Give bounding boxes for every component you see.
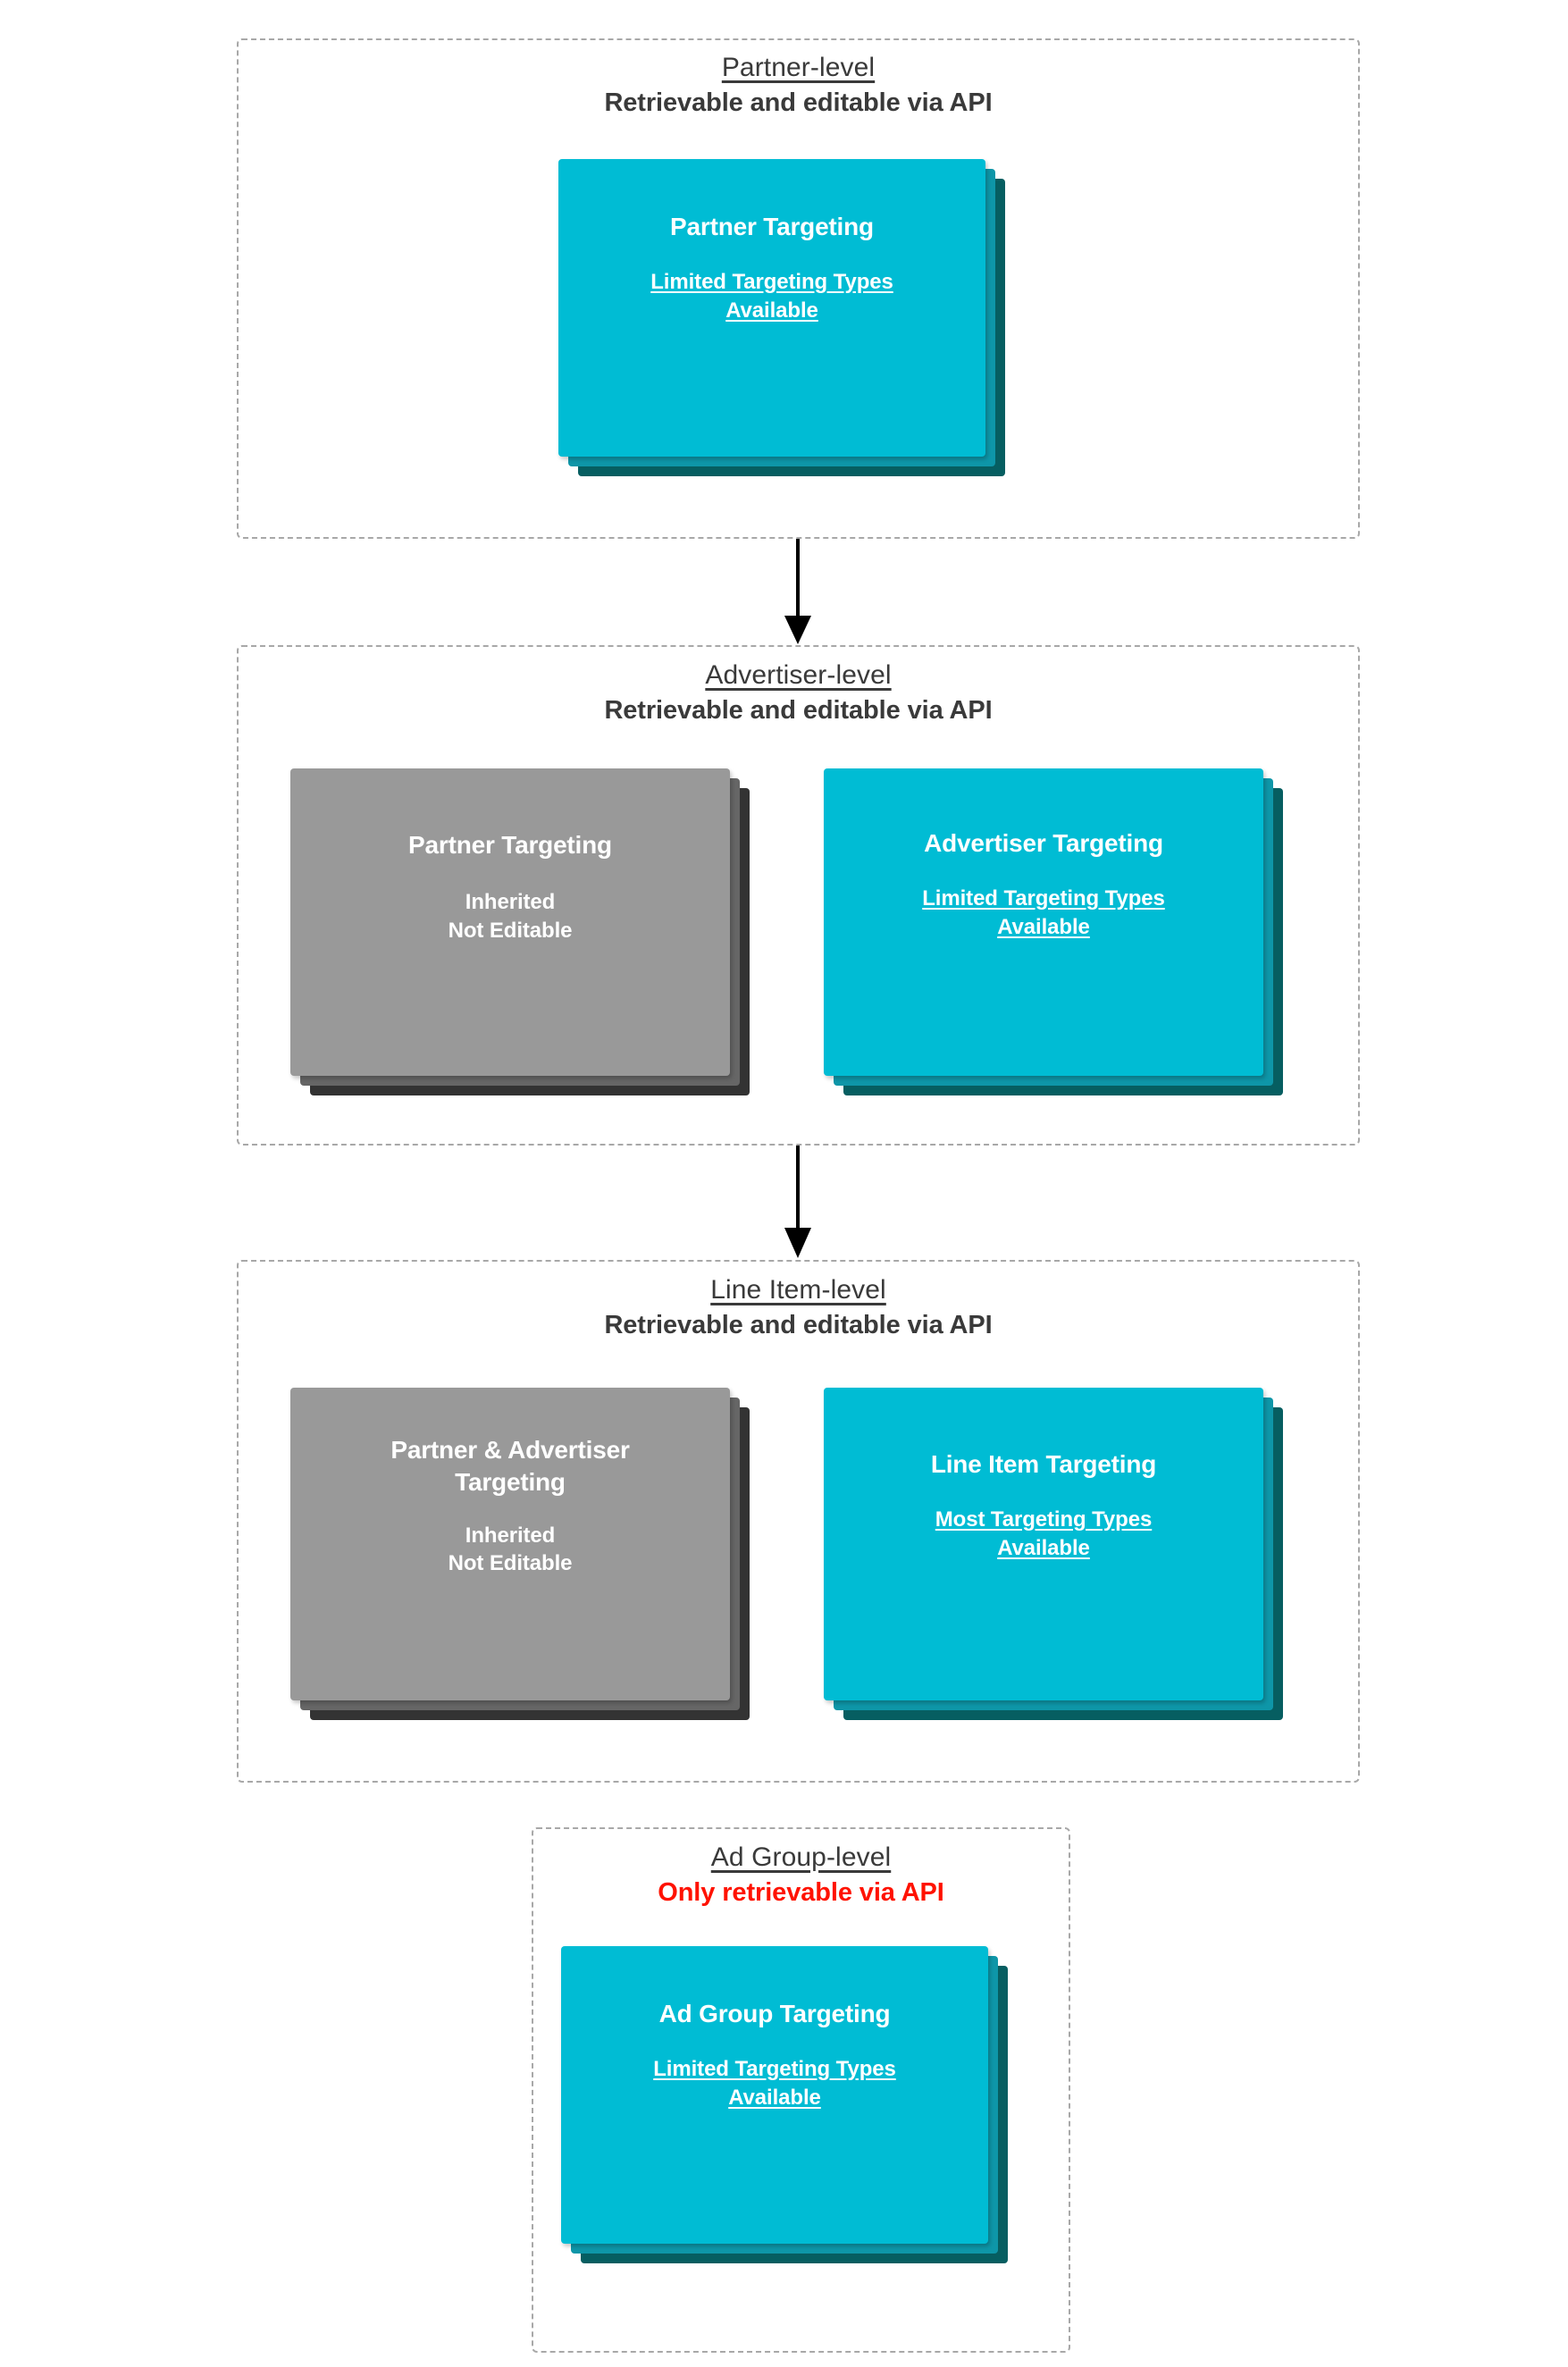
card-note-line-2: Available: [728, 2085, 821, 2110]
card-title: Partner Targeting: [670, 213, 874, 240]
card-title: Line Item Targeting: [930, 1450, 1157, 1478]
card-stack-line-item-targeting[interactable]: Line Item Targeting Most Targeting Types…: [824, 1388, 1293, 1745]
card-stack-partner-advertiser-targeting-inherited[interactable]: Partner & Advertiser Targeting Inherited…: [290, 1388, 759, 1745]
card-note-line-2: Available: [997, 1535, 1090, 1560]
card-stack-partner-targeting[interactable]: Partner Targeting Limited Targeting Type…: [558, 159, 1014, 476]
card-title: Ad Group Targeting: [658, 2000, 891, 2027]
card-note-line-1: Limited Targeting Types: [922, 886, 1165, 911]
card-note-line-2: Available: [997, 914, 1090, 939]
level-container-line-item: [237, 1260, 1360, 1783]
card-note-line-1: Inherited: [465, 1523, 556, 1548]
level-container-advertiser: [237, 645, 1360, 1146]
card-note-line-2: Available: [725, 298, 818, 323]
card-note-line-1: Inherited: [465, 889, 556, 914]
level-container-partner: [237, 38, 1360, 539]
card-note-line-2: Not Editable: [448, 918, 573, 943]
card-layer-front[interactable]: Ad Group Targeting Limited Targeting Typ…: [561, 1946, 988, 2244]
arrow-partner-to-advertiser: [784, 539, 811, 644]
card-stack-advertiser-targeting[interactable]: Advertiser Targeting Limited Targeting T…: [824, 768, 1293, 1117]
card-layer-front[interactable]: Line Item Targeting Most Targeting Types…: [824, 1388, 1263, 1700]
card-title: Partner Targeting: [408, 831, 612, 859]
card-stack-ad-group-targeting[interactable]: Ad Group Targeting Limited Targeting Typ…: [561, 1946, 1017, 2286]
card-note-line-1: Most Targeting Types: [935, 1507, 1153, 1532]
arrow-advertiser-to-line-item: [784, 1146, 811, 1258]
card-stack-partner-targeting-inherited[interactable]: Partner Targeting Inherited Not Editable: [290, 768, 759, 1117]
card-layer-front[interactable]: Partner Targeting Inherited Not Editable: [290, 768, 730, 1076]
card-layer-front[interactable]: Partner Targeting Limited Targeting Type…: [558, 159, 985, 457]
card-title: Partner & Advertiser Targeting: [390, 1436, 630, 1496]
card-layer-front[interactable]: Partner & Advertiser Targeting Inherited…: [290, 1388, 730, 1700]
card-note-line-1: Limited Targeting Types: [650, 269, 893, 294]
card-note-line-1: Limited Targeting Types: [653, 2056, 896, 2081]
card-title: Advertiser Targeting: [924, 829, 1163, 857]
card-note-line-2: Not Editable: [448, 1551, 573, 1576]
card-layer-front[interactable]: Advertiser Targeting Limited Targeting T…: [824, 768, 1263, 1076]
level-container-ad-group: [532, 1827, 1070, 2353]
